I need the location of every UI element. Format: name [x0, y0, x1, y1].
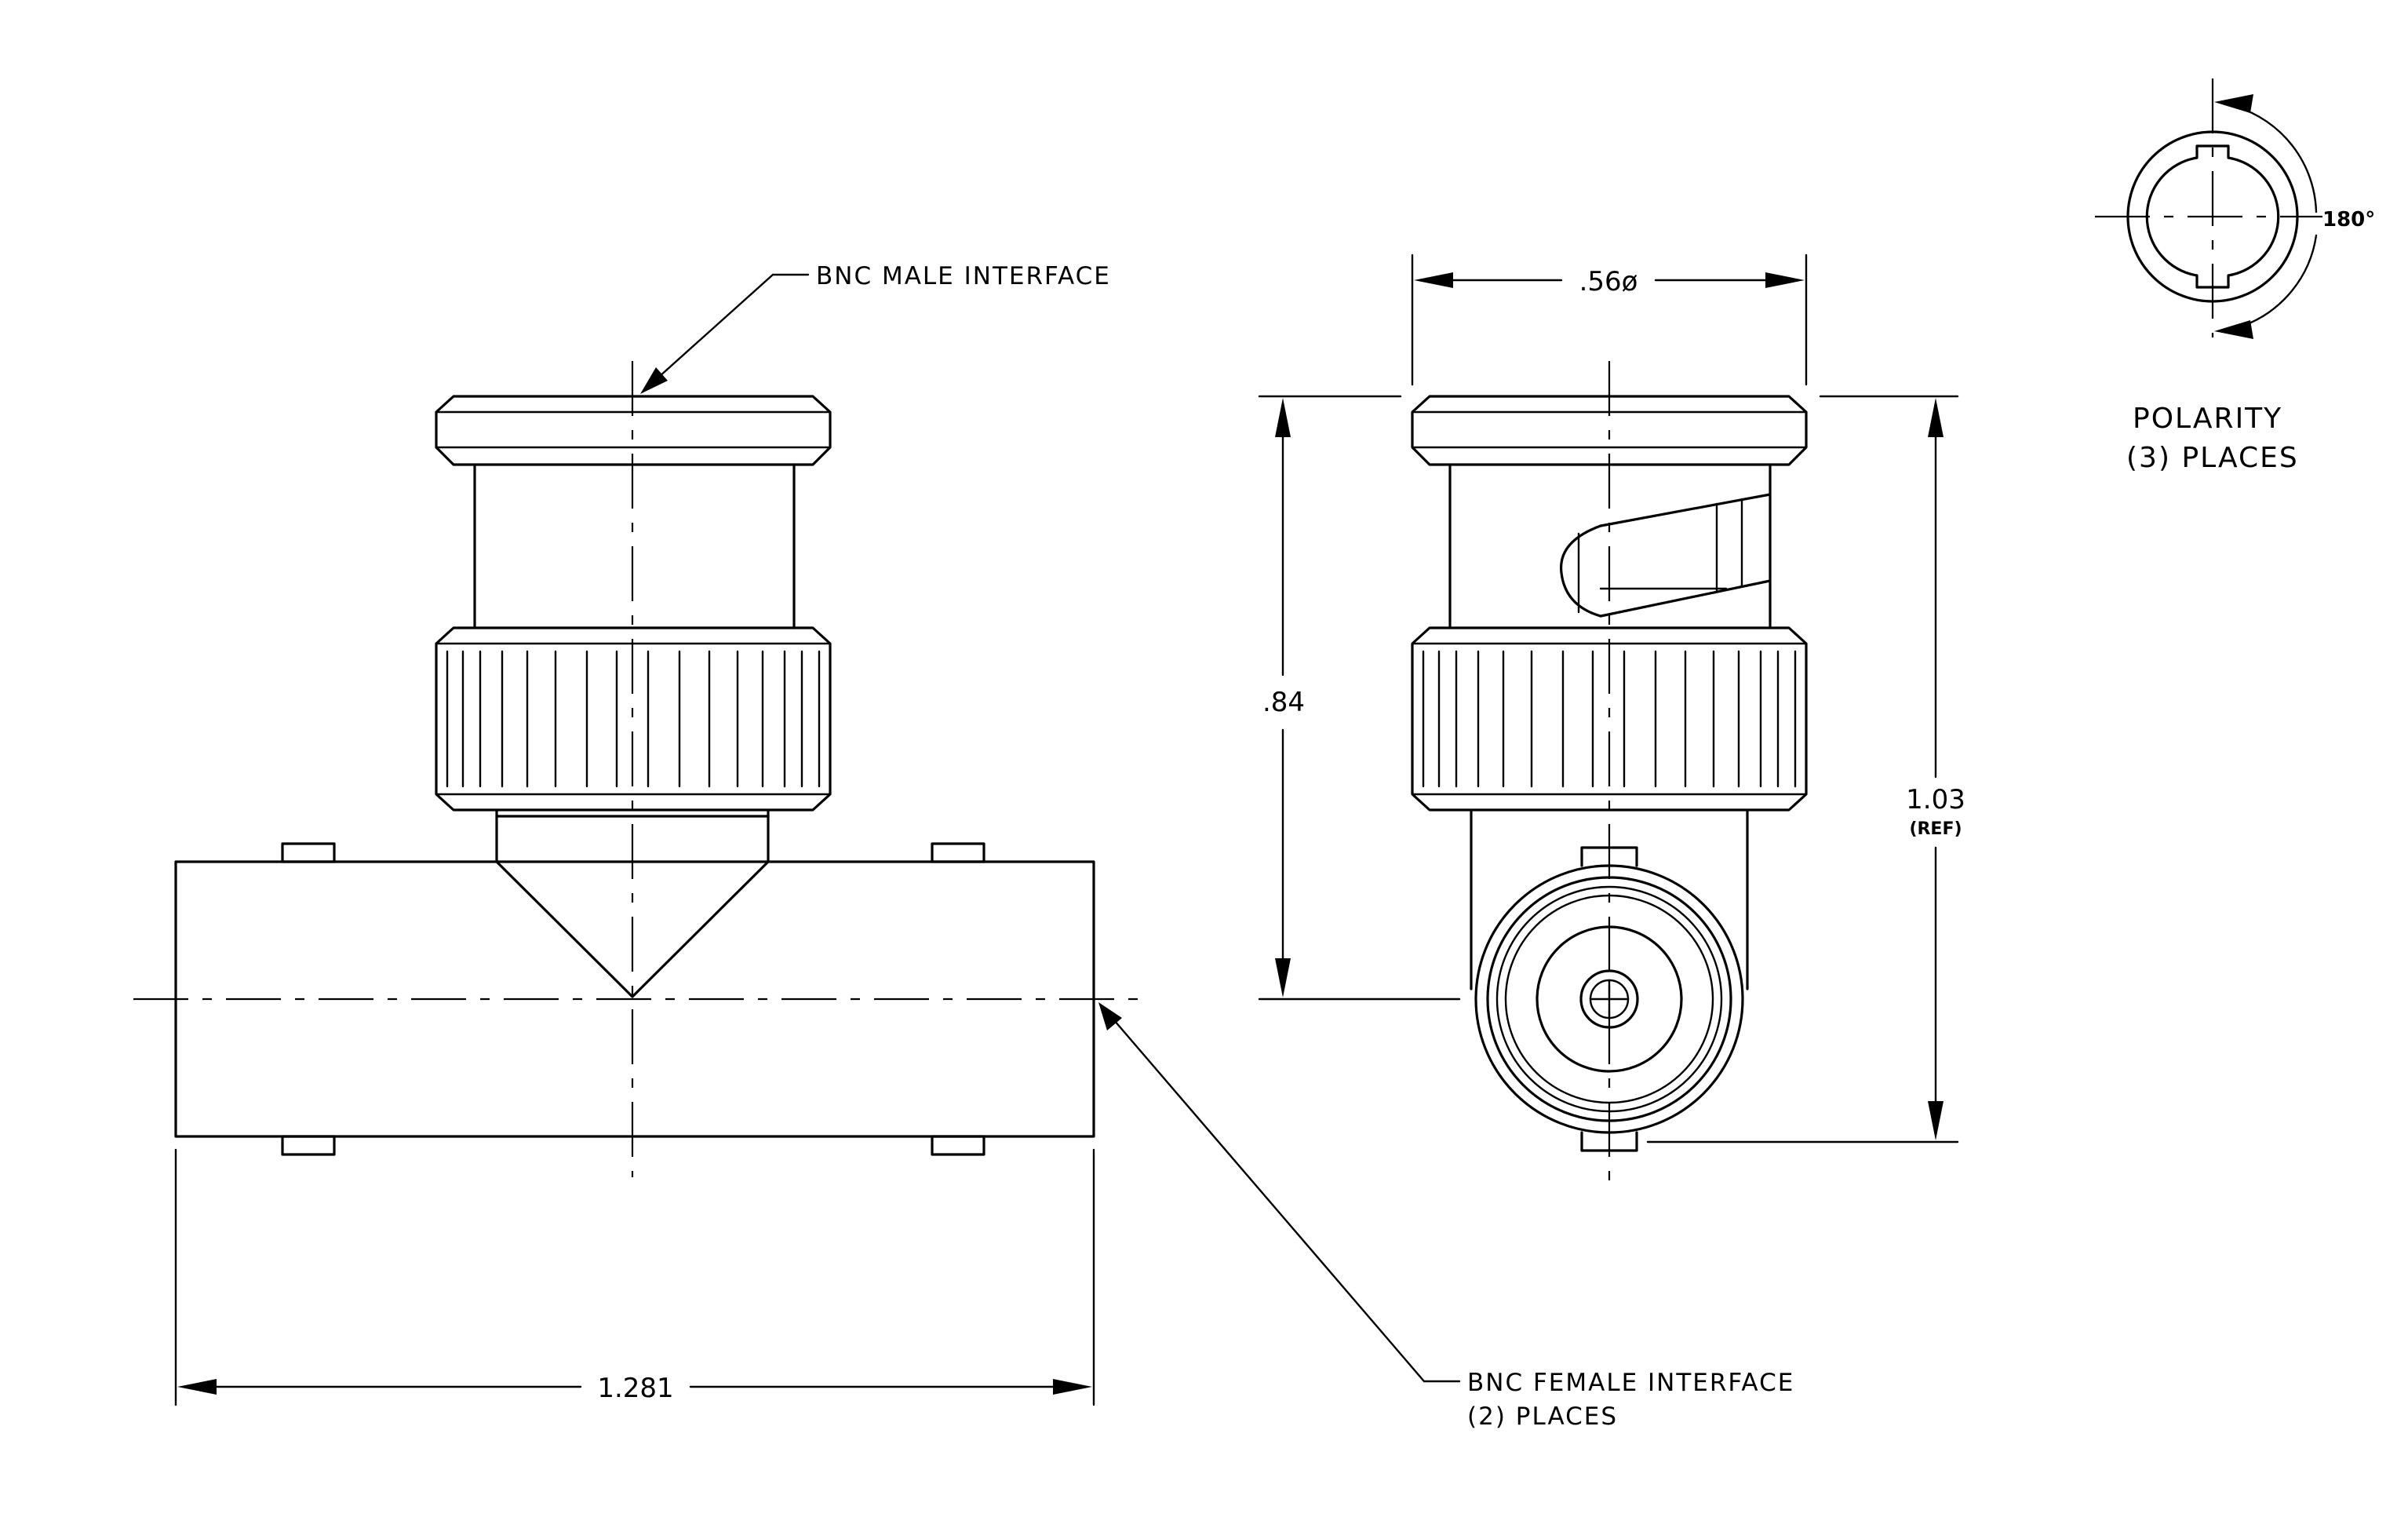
- male-interface-label: BNC MALE INTERFACE: [816, 262, 1111, 290]
- lug-top-right: [931, 842, 985, 863]
- lug-bottom-right: [931, 1135, 985, 1156]
- lug-top-left: [281, 842, 336, 863]
- polarity-label-line1: POLARITY: [2133, 403, 2282, 435]
- male-interface-callout: BNC MALE INTERFACE: [640, 262, 1111, 394]
- side-view: [1411, 361, 1808, 1185]
- female-interface-label-line1: BNC FEMALE INTERFACE: [1467, 1369, 1794, 1397]
- female-interface-label-line2: (2) PLACES: [1467, 1402, 1618, 1431]
- side-knurled-nut: [1411, 626, 1808, 812]
- side-top-flange: [1411, 395, 1808, 466]
- female-interface-callout: BNC FEMALE INTERFACE (2) PLACES: [1098, 1002, 1794, 1431]
- knurled-coupling-nut: [435, 626, 832, 812]
- polarity-detail: 180° POLARITY (3) PLACES: [2095, 78, 2375, 474]
- dimension-height: .84: [1258, 395, 1461, 1001]
- cone-transition: [495, 815, 770, 998]
- dimension-diameter-value: .56ø: [1579, 266, 1638, 297]
- lug-bottom-left: [281, 1135, 336, 1156]
- polarity-label-line2: (3) PLACES: [2126, 442, 2299, 474]
- front-view: [133, 361, 1138, 1177]
- polarity-angle-label: 180°: [2322, 208, 2375, 232]
- dimension-overall-width-value: 1.281: [597, 1373, 673, 1404]
- dimension-overall-height-value: 1.03: [1906, 784, 1965, 815]
- male-top-flange: [435, 395, 832, 466]
- dimension-overall-height-note: (REF): [1909, 819, 1962, 839]
- polarity-keyed-bore: [2145, 144, 2280, 289]
- dimension-diameter: .56ø: [1411, 254, 1808, 386]
- dimension-overall-height: 1.03 (REF): [1646, 395, 1965, 1143]
- dimension-overall-width: 1.281: [174, 1148, 1095, 1406]
- dimension-height-value: .84: [1262, 687, 1305, 718]
- bayonet-stud: [1560, 524, 1602, 618]
